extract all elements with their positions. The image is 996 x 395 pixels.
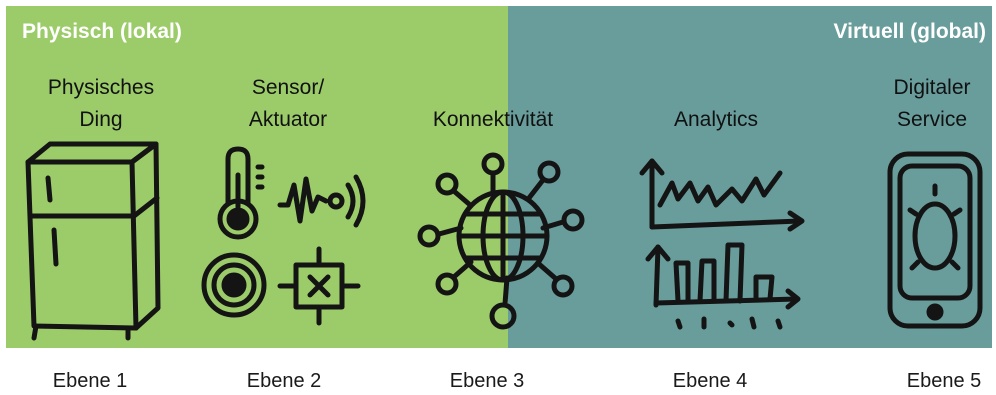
virtual-zone-background [508,6,992,348]
level-2-title-line-2: Aktuator [248,108,328,131]
connected-globe-icon [415,152,600,337]
refrigerator-icon [20,138,170,341]
level-3-label: Ebene 3 [449,370,525,392]
signal-wave-icon [277,174,366,228]
analytics-chart-icon [639,155,815,335]
level-4-title: Analytics [621,104,811,136]
level-4-label: Ebene 4 [672,370,748,392]
sensor-target-icon [201,252,267,318]
thermometer-icon [217,146,265,240]
level-4-title-line-1: Analytics [673,108,759,131]
level-2-title-line-1: Sensor/ [251,76,325,99]
level-5-label: Ebene 5 [906,370,982,392]
level-2-title: Sensor/ Aktuator [193,72,383,136]
level-1-label: Ebene 1 [52,370,128,392]
level-3-title: Konnektivität [398,104,588,136]
zone-label-virtual: Virtuell (global) [833,20,986,43]
level-3-title-line-1: Konnektivität [432,108,554,131]
actuator-box-icon [277,246,361,326]
smartphone-icon [882,150,992,330]
level-1-title-line-2: Ding [79,108,123,131]
level-5-title-line-2: Service [896,108,968,131]
level-1-title: Physisches Ding [6,72,196,136]
level-5-title-line-1: Digitaler [893,76,971,99]
level-2-label: Ebene 2 [246,370,322,392]
level-5-title: Digitaler Service [837,72,996,136]
thermometer-sensor-actuator-icon [200,145,375,335]
level-1-title-line-1: Physisches [47,76,155,99]
zone-label-physical: Physisch (lokal) [22,20,182,43]
